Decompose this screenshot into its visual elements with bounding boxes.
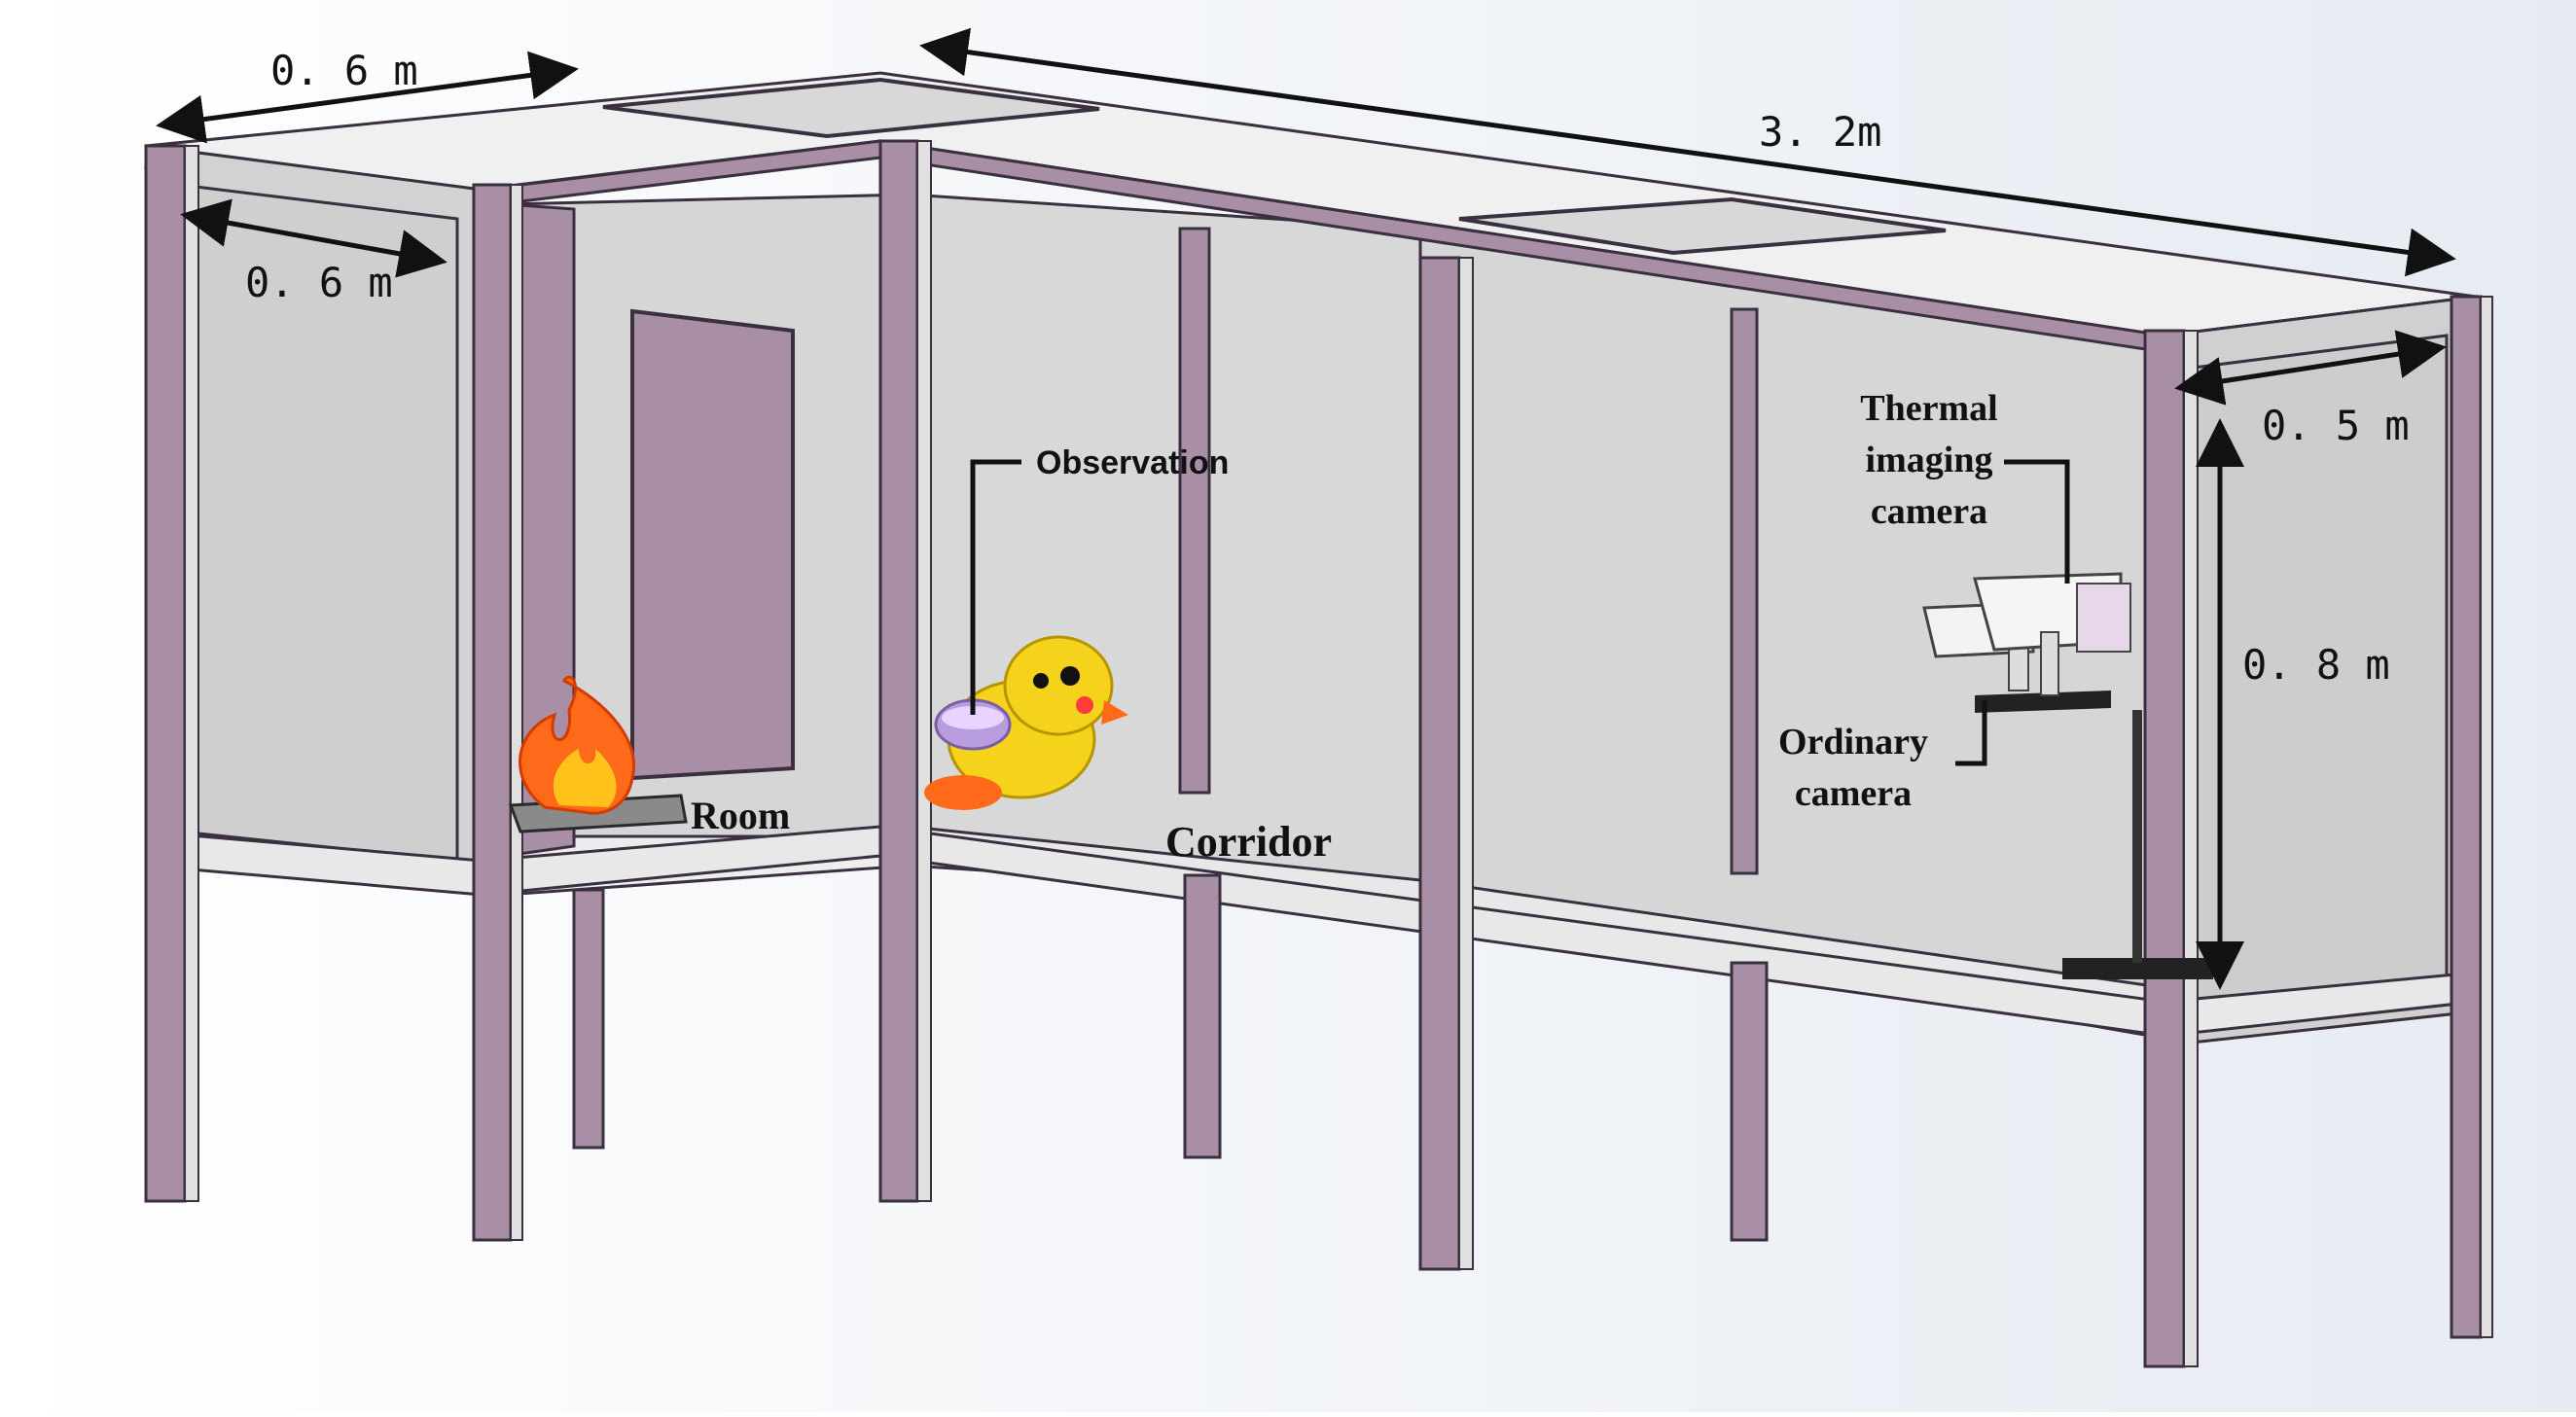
frame-posts bbox=[144, 139, 2493, 1368]
interior-posts bbox=[1178, 227, 1759, 875]
thermal-label-line2: imaging bbox=[1866, 440, 1993, 480]
fire-source bbox=[508, 675, 688, 833]
tripod-base bbox=[2062, 958, 2213, 979]
left-side-panel bbox=[144, 144, 483, 882]
thermal-leader bbox=[2004, 459, 2070, 584]
ordinary-label-line1: Ordinary bbox=[1778, 722, 1928, 762]
dim-arrow-top-width bbox=[156, 51, 579, 144]
dim-length-label: 3. 2m bbox=[1759, 108, 1881, 156]
thermal-label-line1: Thermal bbox=[1860, 388, 1997, 429]
dim-arrow-right-depth bbox=[2174, 330, 2447, 406]
dim-right-depth-label: 0. 5 m bbox=[2262, 402, 2410, 449]
observation-leader bbox=[970, 459, 1021, 715]
camera-assembly bbox=[1922, 572, 2213, 979]
thermal-label-line3: camera bbox=[1871, 491, 1987, 532]
room-label: Room bbox=[691, 794, 790, 837]
room-door bbox=[630, 308, 795, 781]
dim-height-label: 0. 8 m bbox=[2242, 641, 2390, 689]
dim-top-width-label: 0. 6 m bbox=[270, 47, 418, 94]
corridor-label: Corridor bbox=[1165, 818, 1332, 866]
robot-icon bbox=[924, 635, 1128, 810]
ordinary-label-line2: camera bbox=[1795, 773, 1912, 814]
ordinary-leader bbox=[1955, 700, 1987, 766]
camera-plate bbox=[1975, 691, 2111, 713]
thermal-camera-icon bbox=[1973, 572, 2131, 696]
dim-arrow-left-depth bbox=[180, 198, 447, 278]
observation-label: Observation bbox=[1036, 444, 1229, 481]
dim-left-depth-label: 0. 6 m bbox=[245, 259, 393, 306]
flame-icon bbox=[519, 675, 635, 815]
dim-arrow-length bbox=[919, 27, 2456, 277]
tripod-pole bbox=[2132, 710, 2142, 963]
callout-lines bbox=[970, 459, 2070, 766]
dimension-arrows bbox=[156, 27, 2456, 990]
